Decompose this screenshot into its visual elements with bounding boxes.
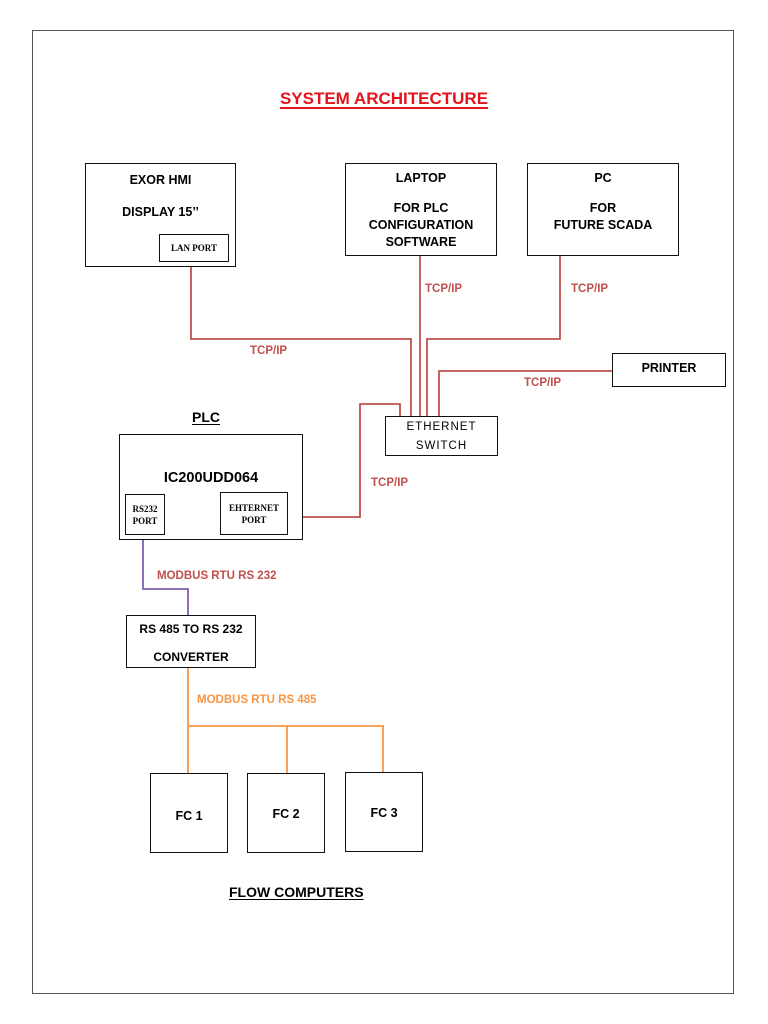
link-label-rs232: MODBUS RTU RS 232: [157, 570, 277, 582]
pc-box: PC FOR FUTURE SCADA: [527, 163, 679, 256]
rs232-port-label-2: PORT: [132, 515, 158, 526]
link-label-pc: TCP/IP: [571, 283, 609, 295]
hmi-lan-port-label: LAN PORT: [171, 243, 217, 253]
link-label-printer: TCP/IP: [524, 377, 562, 389]
flow-computers-heading: FLOW COMPUTERS: [229, 884, 364, 900]
plc-model: IC200UDD064: [163, 470, 259, 486]
plc-ethernet-port: EHTERNET PORT: [220, 492, 288, 535]
link-label-rs485: MODBUS RTU RS 485: [197, 694, 317, 706]
laptop-purpose-2: CONFIGURATION: [368, 218, 474, 232]
page-border: [32, 30, 734, 994]
laptop-name: LAPTOP: [395, 171, 447, 185]
pc-purpose-2: FUTURE SCADA: [553, 218, 653, 232]
link-label-plc: TCP/IP: [371, 477, 409, 489]
flow-computer-1: FC 1: [150, 773, 228, 853]
fc1-label: FC 1: [175, 809, 203, 823]
page-title: SYSTEM ARCHITECTURE: [279, 89, 489, 108]
laptop-box: LAPTOP FOR PLC CONFIGURATION SOFTWARE: [345, 163, 497, 256]
printer-box: PRINTER: [612, 353, 726, 387]
switch-label-1: ETHERNET: [406, 421, 477, 433]
link-label-hmi: TCP/IP: [250, 345, 288, 357]
printer-label: PRINTER: [641, 361, 697, 375]
ethernet-port-label-2: PORT: [241, 514, 267, 525]
hmi-display-size: DISPLAY 15’’: [122, 205, 199, 219]
hmi-lan-port: LAN PORT: [159, 234, 229, 262]
laptop-purpose-1: FOR PLC: [393, 201, 449, 215]
hmi-name: EXOR HMI: [129, 173, 192, 187]
plc-heading: PLC: [192, 409, 220, 425]
rs232-port-label-1: RS232: [132, 503, 158, 514]
converter-label-2: CONVERTER: [153, 650, 229, 664]
flow-computer-3: FC 3: [345, 772, 423, 852]
converter-label-1: RS 485 TO RS 232: [139, 622, 243, 636]
fc2-label: FC 2: [272, 807, 300, 821]
converter-box: RS 485 TO RS 232 CONVERTER: [126, 615, 256, 668]
switch-label-2: SWITCH: [415, 440, 468, 452]
ethernet-port-label-1: EHTERNET: [228, 502, 279, 513]
plc-rs232-port: RS232 PORT: [125, 494, 165, 535]
link-label-laptop: TCP/IP: [425, 283, 463, 295]
fc3-label: FC 3: [370, 806, 398, 820]
pc-purpose-1: FOR: [589, 201, 617, 215]
laptop-purpose-3: SOFTWARE: [385, 235, 457, 249]
flow-computer-2: FC 2: [247, 773, 325, 853]
pc-name: PC: [594, 171, 612, 185]
ethernet-switch-box: ETHERNET SWITCH: [385, 416, 498, 456]
